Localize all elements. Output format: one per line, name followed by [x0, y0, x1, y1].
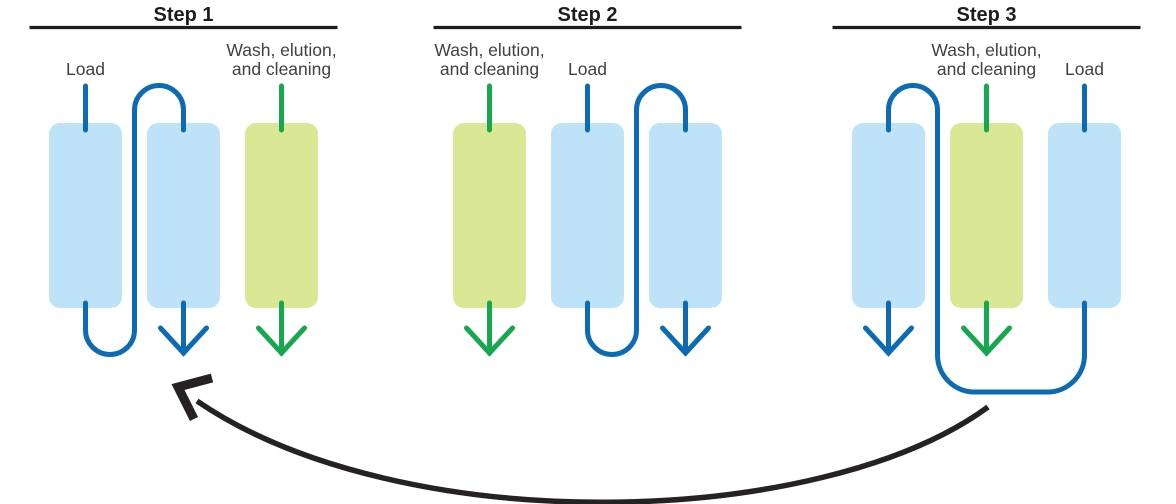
- step-1-wash-outlet-arrowhead: [256, 325, 307, 357]
- step-1-series-connector-line: [83, 83, 186, 357]
- step-1-column-1: [49, 123, 122, 308]
- step-1-outlet-arrowhead: [158, 325, 209, 357]
- step-3-wash-label-line2: and cleaning: [937, 59, 1036, 79]
- step-1-group: Step 1 Load Wash, elution, and cleaning: [29, 4, 338, 357]
- step-2-column-2: [551, 123, 624, 308]
- step-3-series-connector-line: [886, 83, 1087, 395]
- step-2-title: Step 2: [557, 4, 617, 26]
- step-3-column-3: [1048, 123, 1121, 308]
- step-2-wash-outlet-arrowhead: [464, 325, 515, 357]
- step-2-column-3: [649, 123, 722, 308]
- return-arrow-head: [171, 373, 214, 422]
- step-2-column-1: [453, 123, 526, 308]
- step-2-outlet-arrowhead: [660, 325, 711, 357]
- step-2-wash-label-line1: Wash, elution,: [434, 40, 544, 60]
- step-3-wash-outlet-arrowhead: [961, 325, 1012, 357]
- step-3-column-1: [852, 123, 925, 308]
- step-2-wash-label-line2: and cleaning: [440, 59, 539, 79]
- step-1-load-label: Load: [66, 59, 105, 79]
- step-3-wash-label-line1: Wash, elution,: [931, 40, 1041, 60]
- step-1-wash-label-line1: Wash, elution,: [226, 40, 336, 60]
- step-3-title: Step 3: [956, 4, 1016, 26]
- step-1-column-2: [147, 123, 220, 308]
- step-3-group: Step 3 Wash, elution, and cleaning Load: [832, 4, 1141, 395]
- step-3-load-label: Load: [1065, 59, 1104, 79]
- step-2-series-connector-line: [585, 83, 688, 357]
- step-1-title: Step 1: [153, 4, 213, 26]
- step-1-column-3: [245, 123, 318, 308]
- return-arrow-shaft: [195, 398, 990, 504]
- return-arrow-group: [171, 373, 990, 504]
- step-3-outlet-arrowhead: [863, 325, 914, 357]
- step-1-wash-label-line2: and cleaning: [232, 59, 331, 79]
- step-2-group: Step 2 Wash, elution, and cleaning Load: [433, 4, 742, 357]
- step-2-load-label: Load: [568, 59, 607, 79]
- step-3-column-2: [950, 123, 1023, 308]
